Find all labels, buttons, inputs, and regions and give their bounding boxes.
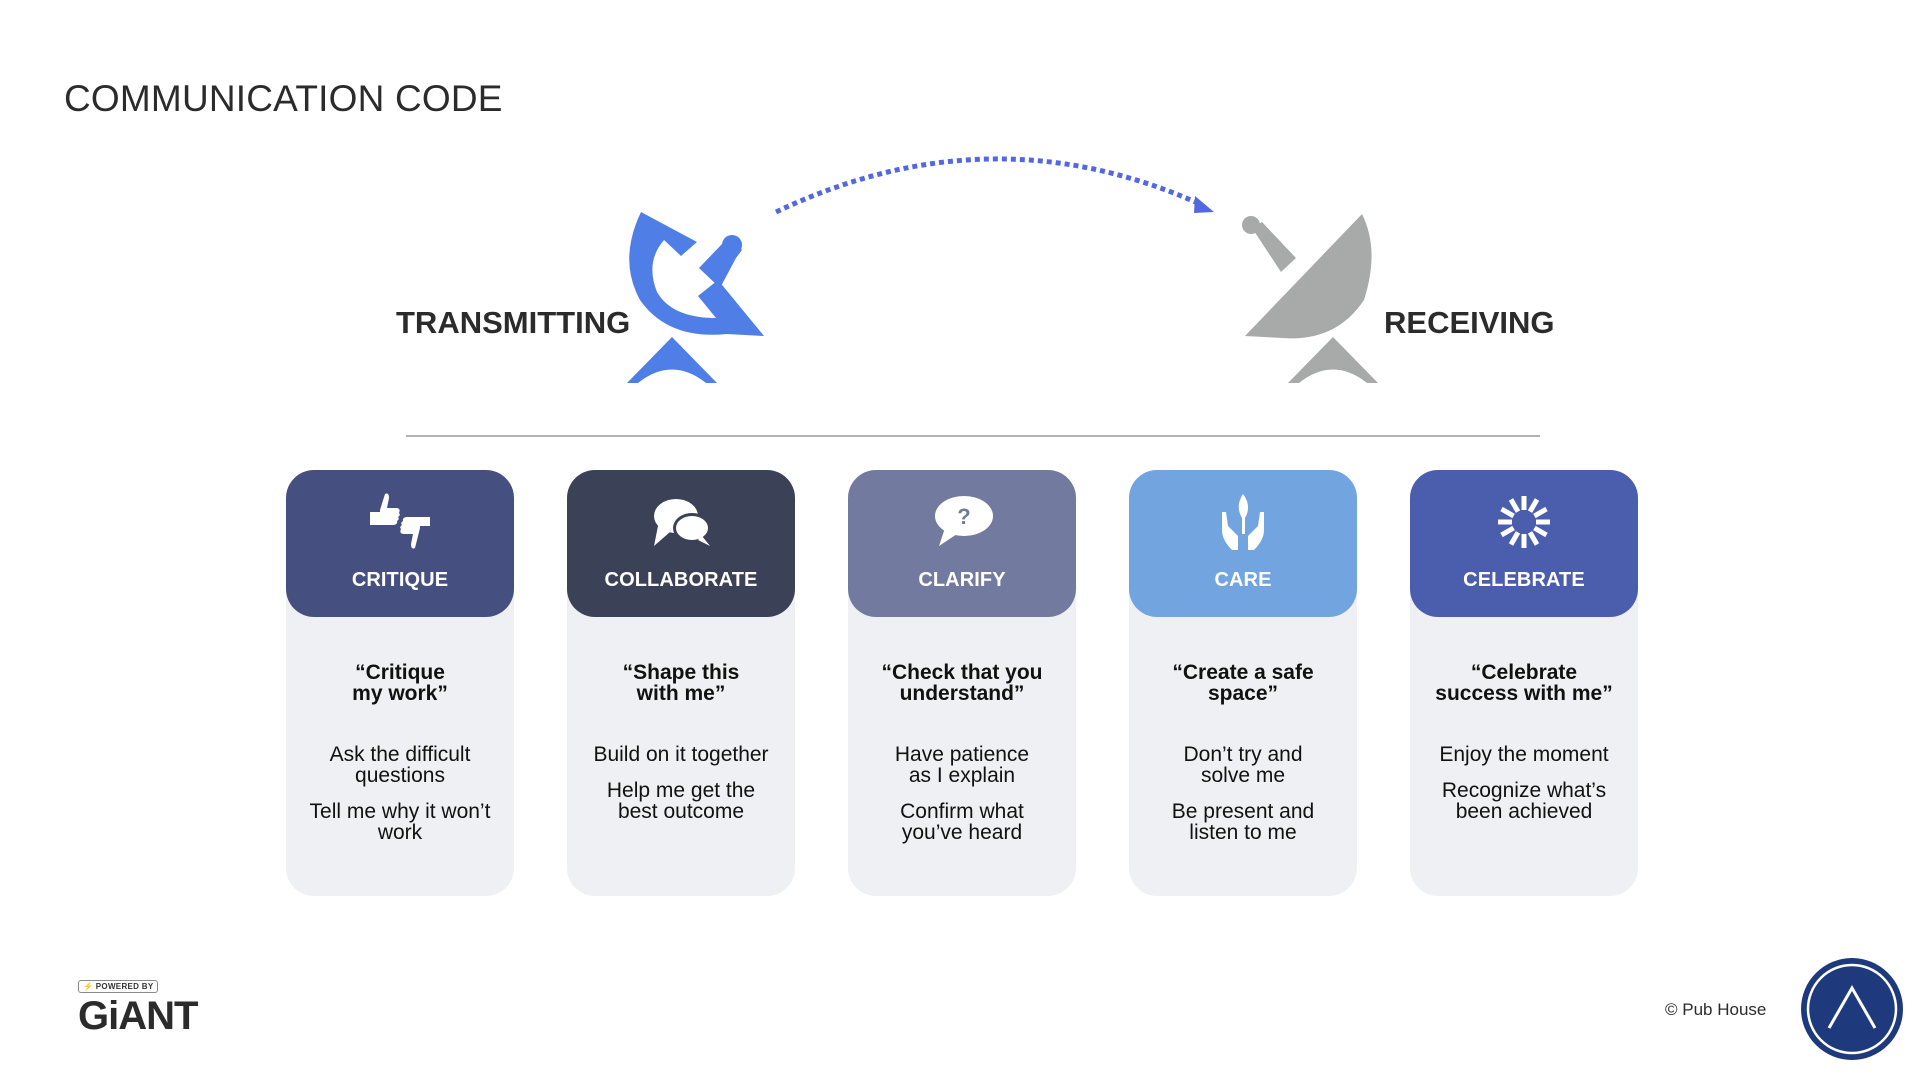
card-header: CRITIQUE	[286, 470, 514, 617]
svg-text:?: ?	[957, 504, 970, 529]
card-header: CELEBRATE	[1410, 470, 1638, 617]
transmission-diagram	[627, 156, 1378, 383]
card-quote: “Check that you understand”	[856, 662, 1068, 704]
transmitting-label: TRANSMITTING	[396, 305, 631, 340]
quote-line: success with me”	[1435, 682, 1613, 705]
question-bubble-icon: ?	[935, 496, 993, 546]
card-title: CLARIFY	[918, 569, 1006, 591]
quote-line: “Shape this	[622, 661, 740, 684]
quote-line: my work”	[352, 682, 448, 705]
point: Enjoy the moment	[1439, 743, 1609, 766]
card-collaborate: COLLABORATE “Shape this with me” Build o…	[567, 470, 795, 896]
giant-logo: ⚡ POWERED BY GiANT	[78, 980, 204, 1042]
thumbs-up-down-icon	[370, 493, 430, 549]
copyright-text: © Pub House	[1665, 1000, 1767, 1019]
card-quote: “Shape this with me”	[575, 662, 787, 704]
lightning-icon: ⚡	[83, 982, 94, 991]
card-critique: CRITIQUE “Critique my work” Ask the diff…	[286, 470, 514, 896]
card-title: CRITIQUE	[351, 569, 449, 591]
quote-line: “Celebrate	[1470, 661, 1578, 684]
pub-house-logo-icon	[1801, 958, 1903, 1060]
card-celebrate: CELEBRATE “Celebrate success with me” En…	[1410, 470, 1638, 896]
card-quote: “Celebrate success with me”	[1418, 662, 1630, 704]
card-clarify: ? CLARIFY “Check that you understand” Ha…	[848, 470, 1076, 896]
satellite-dish-receiving-icon	[1242, 214, 1378, 383]
hands-plant-icon	[1222, 494, 1264, 550]
point: Build on it together	[593, 743, 769, 766]
quote-line: space”	[1207, 682, 1279, 705]
card-quote: “Critique my work”	[294, 662, 506, 704]
card-title: COLLABORATE	[604, 569, 758, 591]
dotted-arc-arrow	[774, 156, 1202, 215]
quote-line: understand”	[899, 682, 1025, 705]
card-quote: “Create a safe space”	[1137, 662, 1349, 704]
satellite-dish-transmitting-icon	[627, 212, 764, 383]
powered-by-badge: ⚡ POWERED BY	[78, 980, 159, 993]
receiving-label: RECEIVING	[1384, 305, 1555, 340]
card-care: CARE “Create a safe space” Don’t try and…	[1129, 470, 1357, 896]
burst-icon	[1498, 496, 1550, 548]
card-title: CARE	[1214, 569, 1272, 591]
quote-line: with me”	[636, 682, 726, 705]
arrow-head-icon	[1194, 196, 1214, 213]
divider-line	[406, 435, 1540, 437]
card-header: CARE	[1129, 470, 1357, 617]
page-title: COMMUNICATION CODE	[64, 78, 503, 119]
quote-line: “Critique	[355, 661, 445, 684]
card-header: ? CLARIFY	[848, 470, 1076, 617]
card-header: COLLABORATE	[567, 470, 795, 617]
giant-wordmark: GiANT	[78, 994, 198, 1038]
speech-bubbles-icon	[654, 499, 711, 546]
quote-line: “Create a safe	[1172, 661, 1314, 684]
quote-line: “Check that you	[881, 661, 1043, 684]
card-title: CELEBRATE	[1463, 569, 1585, 591]
